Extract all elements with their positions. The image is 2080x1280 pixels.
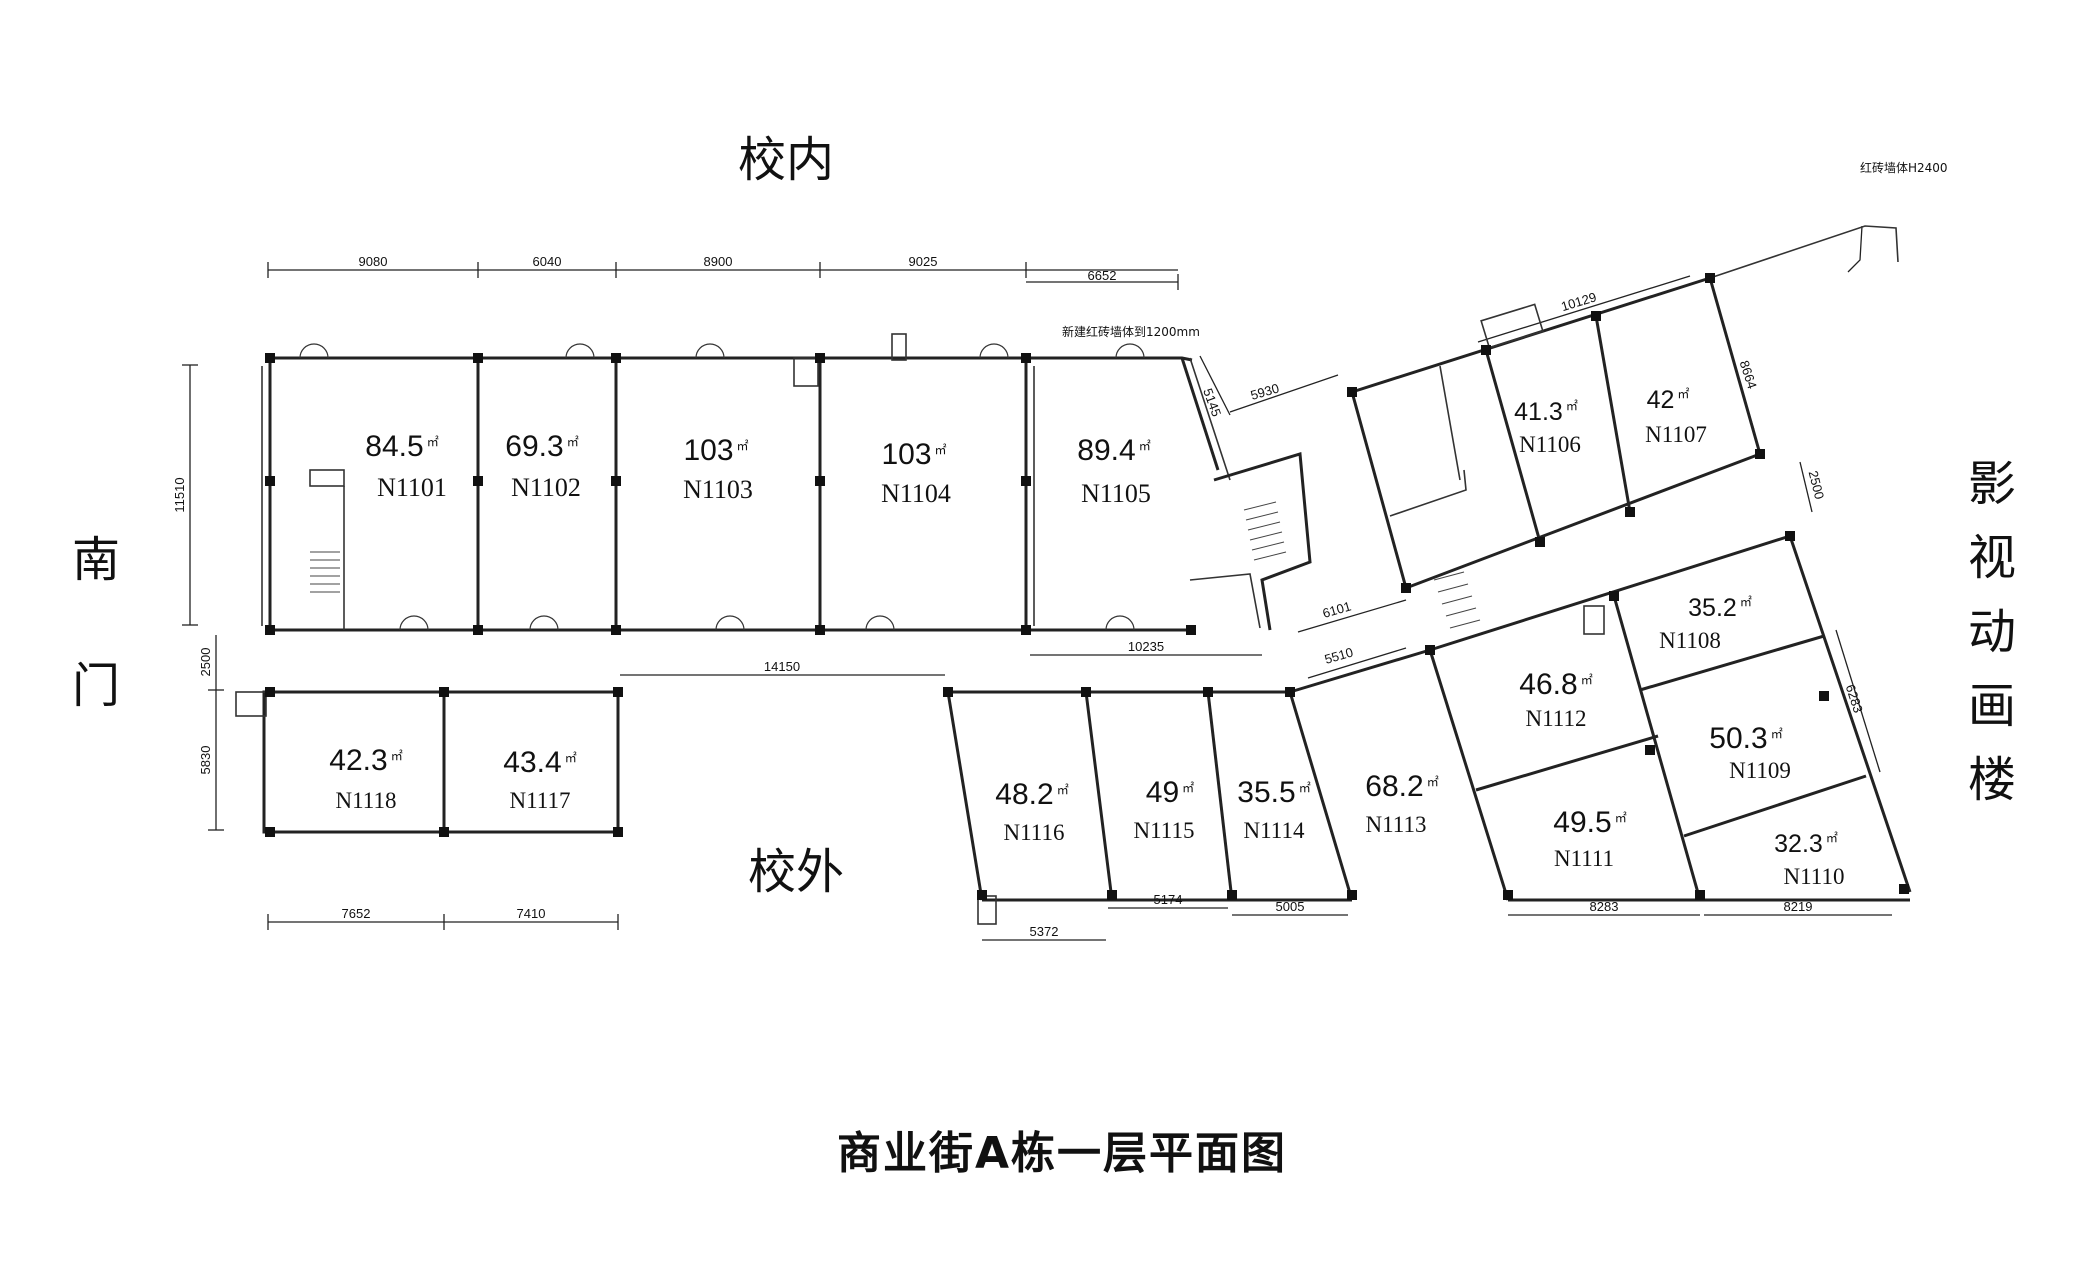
- svg-text:48.2㎡: 48.2㎡: [995, 778, 1068, 811]
- svg-text:46.8㎡: 46.8㎡: [1519, 668, 1592, 701]
- svg-text:N1118: N1118: [336, 788, 397, 813]
- dimension-text: 9080 6040 8900 9025 6652 11510 2500 5830…: [172, 254, 1866, 939]
- label-south: 校外: [748, 844, 844, 900]
- dim-bottom-right-1: 5372: [1030, 924, 1059, 939]
- svg-text:35.5㎡: 35.5㎡: [1237, 776, 1310, 809]
- stairs: [310, 501, 1481, 629]
- doors: [299, 333, 1145, 631]
- svg-text:84.5㎡: 84.5㎡: [365, 430, 438, 463]
- svg-text:南: 南: [72, 532, 120, 588]
- label-west: 南 门: [72, 532, 120, 714]
- svg-text:35.2㎡: 35.2㎡: [1688, 594, 1752, 622]
- svg-text:N1116: N1116: [1004, 820, 1065, 845]
- svg-text:N1114: N1114: [1244, 818, 1305, 843]
- dim-bottom-right-2: 5174: [1154, 892, 1183, 907]
- svg-text:N1115: N1115: [1134, 818, 1195, 843]
- svg-text:41.3㎡: 41.3㎡: [1514, 398, 1578, 426]
- svg-text:N1113: N1113: [1366, 812, 1427, 837]
- note-brick-wall: 红砖墙体H2400: [1860, 160, 1948, 175]
- svg-text:N1112: N1112: [1526, 706, 1587, 731]
- svg-text:N1111: N1111: [1554, 846, 1614, 871]
- dim-left-1: 11510: [172, 477, 187, 512]
- dim-bottom-right-5: 8219: [1784, 899, 1813, 914]
- svg-text:N1109: N1109: [1729, 758, 1791, 783]
- dim-diag-2500: 2500: [1806, 469, 1828, 501]
- svg-text:画: 画: [1968, 678, 2016, 734]
- svg-text:50.3㎡: 50.3㎡: [1709, 722, 1782, 755]
- svg-text:N1110: N1110: [1784, 864, 1845, 889]
- svg-text:楼: 楼: [1968, 752, 2016, 808]
- svg-text:69.3㎡: 69.3㎡: [505, 430, 578, 463]
- dim-corridor: 14150: [764, 659, 800, 674]
- svg-text:N1101: N1101: [377, 473, 447, 502]
- note-new-wall: 新建红砖墙体到1200mm: [1062, 324, 1200, 339]
- dim-top-3: 8900: [704, 254, 733, 269]
- dim-top-2: 6040: [533, 254, 562, 269]
- dim-top-4: 9025: [909, 254, 938, 269]
- svg-text:42.3㎡: 42.3㎡: [329, 744, 402, 777]
- svg-text:N1106: N1106: [1519, 432, 1581, 457]
- stair-east: [1433, 571, 1481, 629]
- svg-text:N1105: N1105: [1081, 479, 1151, 508]
- dim-bottom-right-4: 8283: [1590, 899, 1619, 914]
- svg-text:N1102: N1102: [511, 473, 581, 502]
- svg-text:N1107: N1107: [1645, 422, 1707, 447]
- dimension-lines: [182, 225, 1892, 941]
- svg-text:N1108: N1108: [1659, 628, 1721, 653]
- label-east: 影 视 动 画 楼: [1968, 456, 2016, 808]
- dim-top-1: 9080: [359, 254, 388, 269]
- dim-left-2: 2500: [198, 648, 213, 677]
- columns: [265, 273, 1909, 900]
- svg-text:N1103: N1103: [683, 475, 753, 504]
- svg-text:43.4㎡: 43.4㎡: [503, 746, 576, 779]
- svg-text:动: 动: [1968, 604, 2016, 660]
- page-title: 商业街A栋一层平面图: [837, 1128, 1287, 1179]
- dim-diag-5510: 5510: [1323, 644, 1355, 666]
- svg-text:门: 门: [72, 658, 120, 714]
- svg-text:68.2㎡: 68.2㎡: [1365, 770, 1438, 803]
- dim-left-3: 5830: [198, 746, 213, 775]
- dim-10235: 10235: [1128, 639, 1164, 654]
- svg-text:影: 影: [1968, 456, 2016, 512]
- dim-bottom-right-3: 5005: [1276, 899, 1305, 914]
- dim-bottom-left-2: 7410: [517, 906, 546, 921]
- svg-text:32.3㎡: 32.3㎡: [1774, 830, 1838, 858]
- stair-west: [310, 551, 340, 593]
- svg-text:49.5㎡: 49.5㎡: [1553, 806, 1626, 839]
- dim-bottom-left-1: 7652: [342, 906, 371, 921]
- dim-top-5: 6652: [1088, 268, 1117, 283]
- stair-connector: [1243, 501, 1287, 561]
- walls: [235, 225, 1912, 925]
- svg-text:N1117: N1117: [510, 788, 571, 813]
- svg-text:89.4㎡: 89.4㎡: [1077, 434, 1150, 467]
- svg-text:视: 视: [1968, 530, 2016, 586]
- svg-text:N1104: N1104: [881, 479, 951, 508]
- label-north: 校内: [738, 132, 834, 188]
